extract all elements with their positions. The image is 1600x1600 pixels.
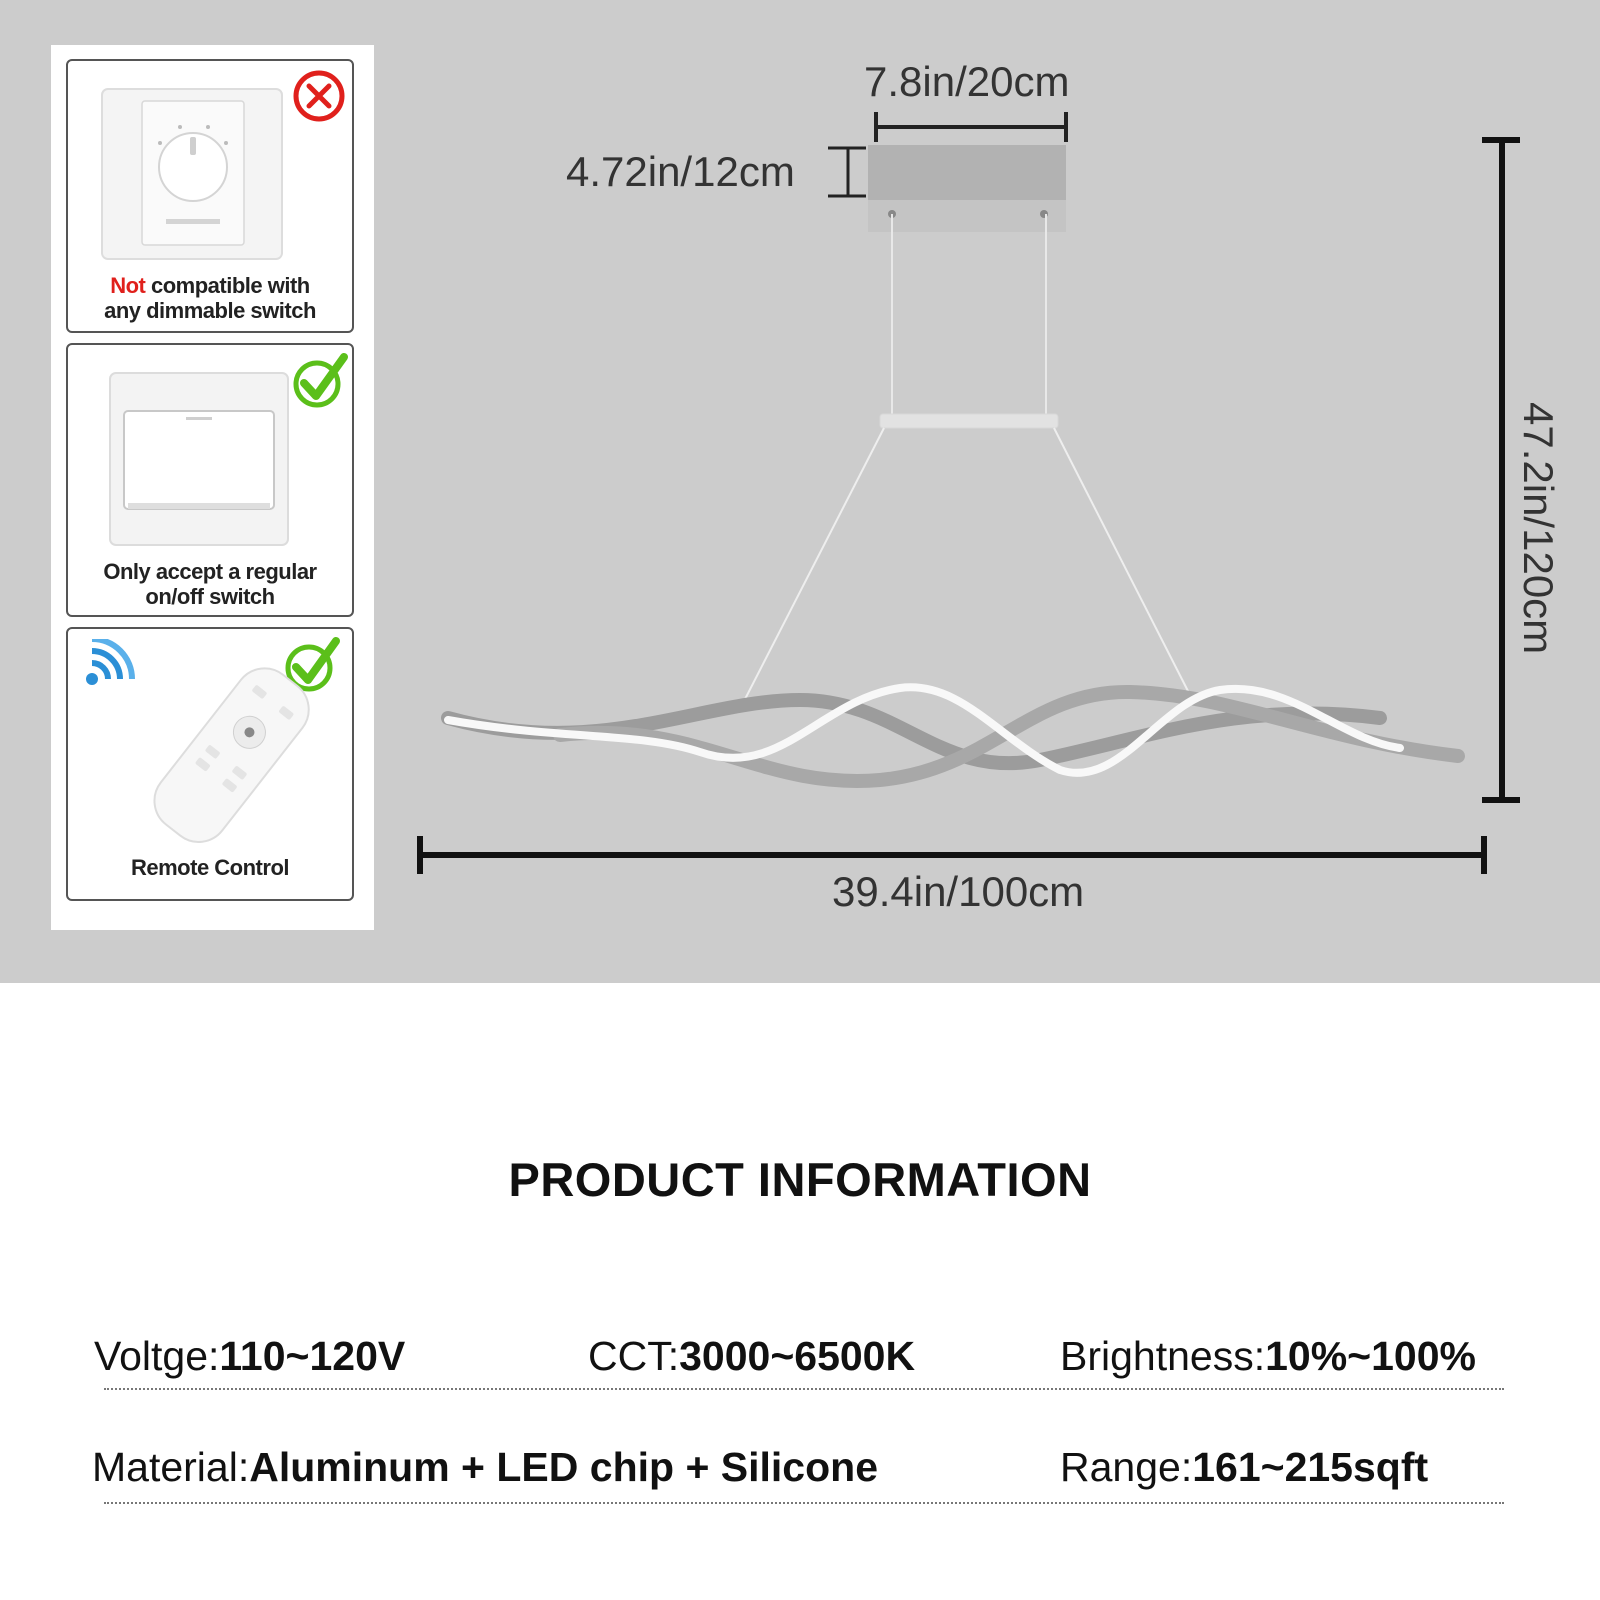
remote-control-card: Remote Control (66, 627, 354, 901)
lamp-bar-back (441, 692, 1387, 771)
material-value: Aluminum + LED chip + Silicone (249, 1444, 878, 1490)
voltage-value: 110~120V (219, 1333, 406, 1379)
not-label: Not (110, 273, 146, 298)
wire-connector (879, 413, 1059, 429)
green-check-icon (285, 637, 340, 692)
suspension-wire (741, 427, 885, 706)
voltage-spec: Voltge:110~120V (94, 1333, 405, 1380)
dimmer-caption: Not compatible with any dimmable switch (74, 273, 346, 323)
canopy-width-label: 7.8in/20cm (864, 58, 1070, 105)
rocker-caption-line2: on/off switch (145, 584, 275, 609)
rocker-caption-line1: Only accept a regular (103, 559, 317, 584)
material-spec: Material:Aluminum + LED chip + Silicone (92, 1444, 878, 1491)
lamp-led-strip (444, 683, 1404, 777)
spec-divider (104, 1388, 1504, 1390)
canopy-bottom (868, 200, 1066, 232)
suspension-wire (1053, 427, 1191, 696)
product-information-title: PRODUCT INFORMATION (508, 1153, 1092, 1206)
rocker-switch-image (109, 372, 289, 546)
material-label: Material: (92, 1444, 250, 1490)
pendant-lamp-diagram (417, 112, 1520, 874)
cct-label: CCT: (588, 1333, 680, 1379)
canopy-height-label: 4.72in/12cm (566, 148, 795, 195)
red-x-icon (293, 70, 345, 122)
range-value: 161~215sqft (1192, 1444, 1429, 1490)
cct-value: 3000~6500K (679, 1333, 916, 1379)
voltage-label: Voltge: (94, 1333, 220, 1379)
dimmer-caption-line1: compatible with (145, 273, 310, 298)
canopy-front (868, 145, 1066, 200)
brightness-value: 10%~100% (1265, 1333, 1476, 1379)
total-height-label: 47.2in/120cm (1515, 402, 1562, 655)
spec-divider (104, 1502, 1504, 1504)
wifi-signal-icon (86, 639, 135, 685)
remote-control-image (153, 667, 310, 843)
compatibility-panel: Not compatible with any dimmable switch … (51, 45, 374, 930)
brightness-spec: Brightness:10%~100% (1060, 1333, 1476, 1380)
rotary-dimmer-switch-image (101, 88, 283, 260)
total-length-label: 39.4in/100cm (832, 868, 1085, 915)
green-check-icon (293, 353, 348, 408)
range-label: Range: (1060, 1444, 1193, 1490)
brightness-label: Brightness: (1060, 1333, 1266, 1379)
remote-caption: Remote Control (131, 855, 290, 880)
dimmer-caption-line2: any dimmable switch (104, 298, 316, 323)
cct-spec: CCT:3000~6500K (588, 1333, 915, 1380)
range-spec: Range:161~215sqft (1060, 1444, 1428, 1491)
rocker-switch-card: Only accept a regular on/off switch (66, 343, 354, 617)
dimmer-switch-card: Not compatible with any dimmable switch (66, 59, 354, 333)
rocker-caption: Only accept a regular on/off switch (74, 559, 346, 609)
